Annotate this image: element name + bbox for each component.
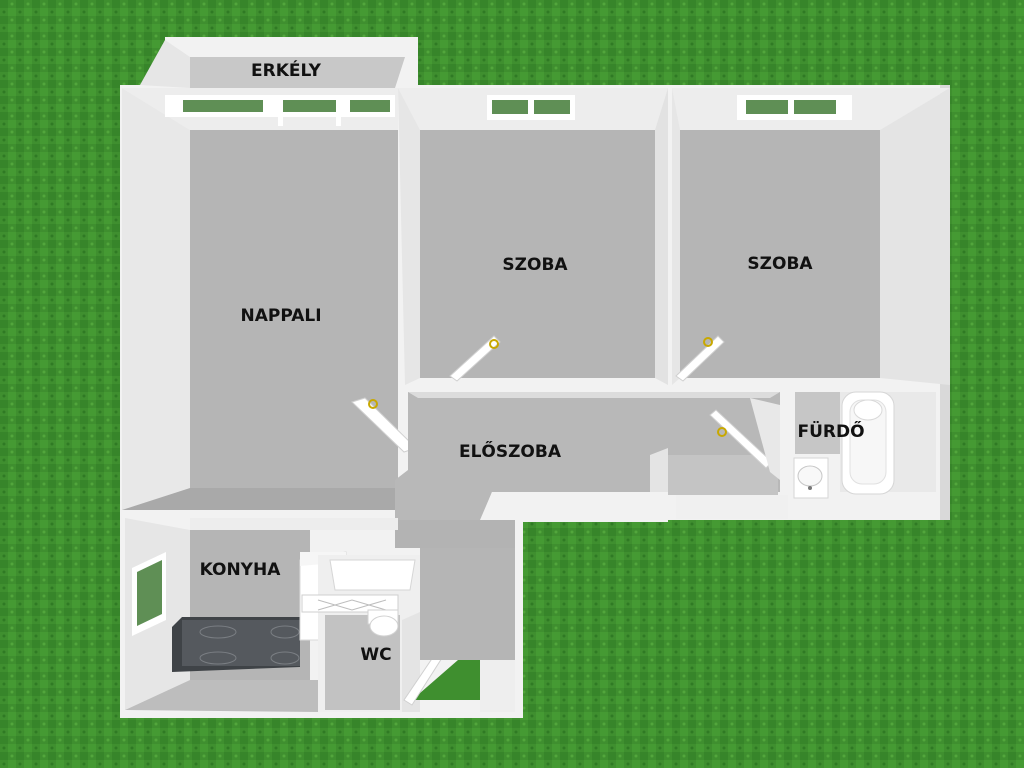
balcony-side xyxy=(140,40,190,88)
room-konyha xyxy=(125,518,398,712)
label-szoba-1: SZOBA xyxy=(502,255,568,275)
nappali-windows xyxy=(165,95,395,126)
nappali-floor-front xyxy=(122,488,398,510)
sink-icon xyxy=(793,457,829,499)
label-wc: WC xyxy=(360,645,391,665)
door-handle-icon xyxy=(368,399,378,409)
room-szoba-2 xyxy=(672,88,950,385)
hall-ledge xyxy=(480,492,668,522)
label-erkely: ERKÉLY xyxy=(251,59,322,81)
konyha-floor-front xyxy=(125,680,318,712)
konyha-window xyxy=(132,552,166,636)
label-konyha: KONYHA xyxy=(200,560,282,580)
door-handle-icon xyxy=(489,339,499,349)
balcony-floor xyxy=(190,57,405,88)
nappali-floor xyxy=(190,130,398,488)
door-handle-icon xyxy=(703,337,713,347)
label-furdo: FÜRDŐ xyxy=(797,420,864,442)
room-nappali xyxy=(122,88,417,510)
entrance-opening xyxy=(412,660,480,700)
szoba-2-window xyxy=(737,95,852,120)
room-labels: ERKÉLY NAPPALI SZOBA SZOBA FÜRDŐ ELŐSZOB… xyxy=(200,59,865,665)
toilet-icon xyxy=(367,609,399,637)
label-eloszoba: ELŐSZOBA xyxy=(459,440,562,462)
door-handle-icon xyxy=(717,427,727,437)
kitchen-counter-icon xyxy=(172,617,300,672)
room-szoba-1 xyxy=(398,88,668,385)
label-szoba-2: SZOBA xyxy=(747,254,813,274)
bathtub-icon xyxy=(841,391,895,495)
szoba-1-floor xyxy=(420,130,655,378)
szoba-1-window xyxy=(487,95,575,120)
szoba-2-door xyxy=(675,335,725,382)
nappali-wall-left xyxy=(122,88,190,510)
szoba-2-floor xyxy=(680,130,880,378)
szoba-1-door xyxy=(449,335,501,382)
room-wc xyxy=(301,548,515,712)
room-eloszoba xyxy=(395,392,788,548)
furdo-floor xyxy=(795,392,840,454)
room-erkely xyxy=(140,40,405,88)
room-furdo xyxy=(790,388,940,516)
label-nappali: NAPPALI xyxy=(240,306,321,326)
